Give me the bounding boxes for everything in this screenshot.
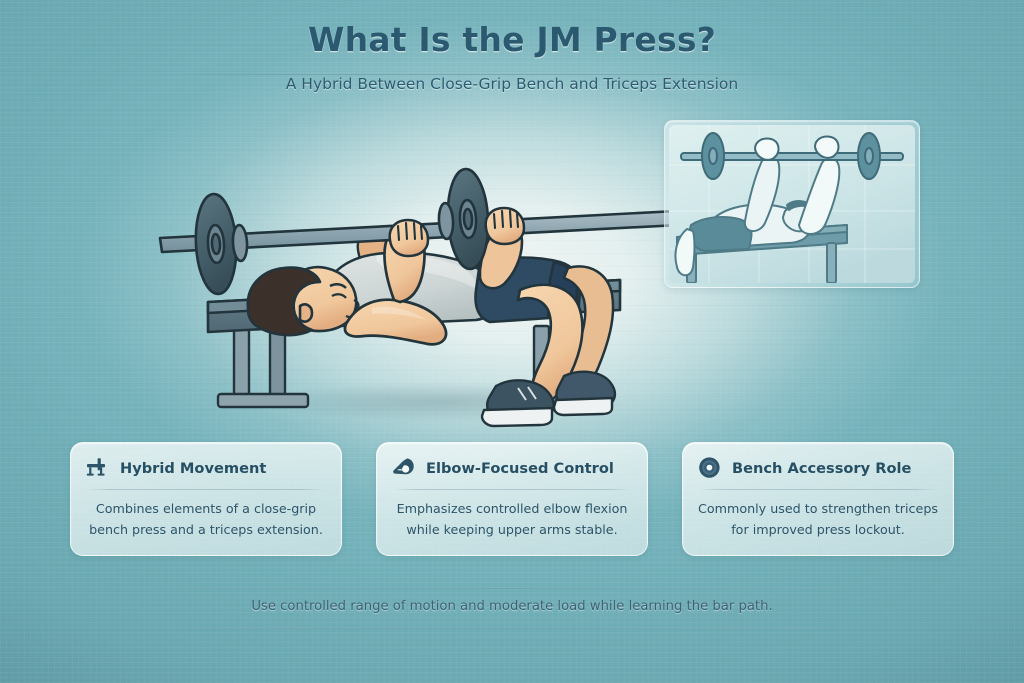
head — [246, 265, 360, 337]
card-header: Hybrid Movement — [85, 453, 327, 483]
bench-icon — [85, 455, 111, 481]
jm-press-figure-svg — [158, 167, 700, 428]
footer-divider-top — [146, 588, 878, 589]
footer: Use controlled range of motion and moder… — [0, 585, 1024, 629]
title-divider — [146, 74, 878, 75]
card-title: Hybrid Movement — [120, 459, 267, 477]
left-hand — [388, 218, 430, 258]
right-hand — [484, 206, 526, 246]
card-header: Elbow-Focused Control — [391, 453, 633, 483]
card-bench-accessory-role[interactable]: Bench Accessory Role Commonly used to st… — [682, 442, 954, 556]
card-hybrid-movement[interactable]: Hybrid Movement Combines elements of a c… — [70, 442, 342, 556]
card-title: Bench Accessory Role — [732, 459, 912, 477]
header: What Is the JM Press? A Hybrid Between C… — [0, 20, 1024, 94]
main-illustration — [150, 150, 710, 430]
lockout-figure-svg — [669, 125, 915, 283]
card-divider — [699, 489, 937, 490]
card-body: Emphasizes controlled elbow flexion whil… — [396, 501, 628, 537]
card-body: Combines elements of a close-grip bench … — [89, 501, 323, 537]
footer-note: Use controlled range of motion and moder… — [251, 599, 773, 614]
card-divider — [87, 489, 325, 490]
weight-plate-icon — [697, 455, 723, 481]
card-body: Commonly used to strengthen triceps for … — [697, 501, 938, 537]
lockout-inset-panel — [664, 120, 920, 288]
shoes — [480, 370, 617, 428]
footer-divider-bottom — [146, 628, 878, 629]
card-header: Bench Accessory Role — [697, 453, 939, 483]
page-subtitle: A Hybrid Between Close-Grip Bench and Tr… — [285, 75, 739, 94]
feature-cards: Hybrid Movement Combines elements of a c… — [70, 442, 954, 556]
card-elbow-focused-control[interactable]: Elbow-Focused Control Emphasizes control… — [376, 442, 648, 556]
card-divider — [393, 489, 631, 490]
card-title: Elbow-Focused Control — [426, 459, 614, 477]
elbow-flex-icon — [391, 455, 417, 481]
page-title: What Is the JM Press? — [307, 20, 717, 59]
